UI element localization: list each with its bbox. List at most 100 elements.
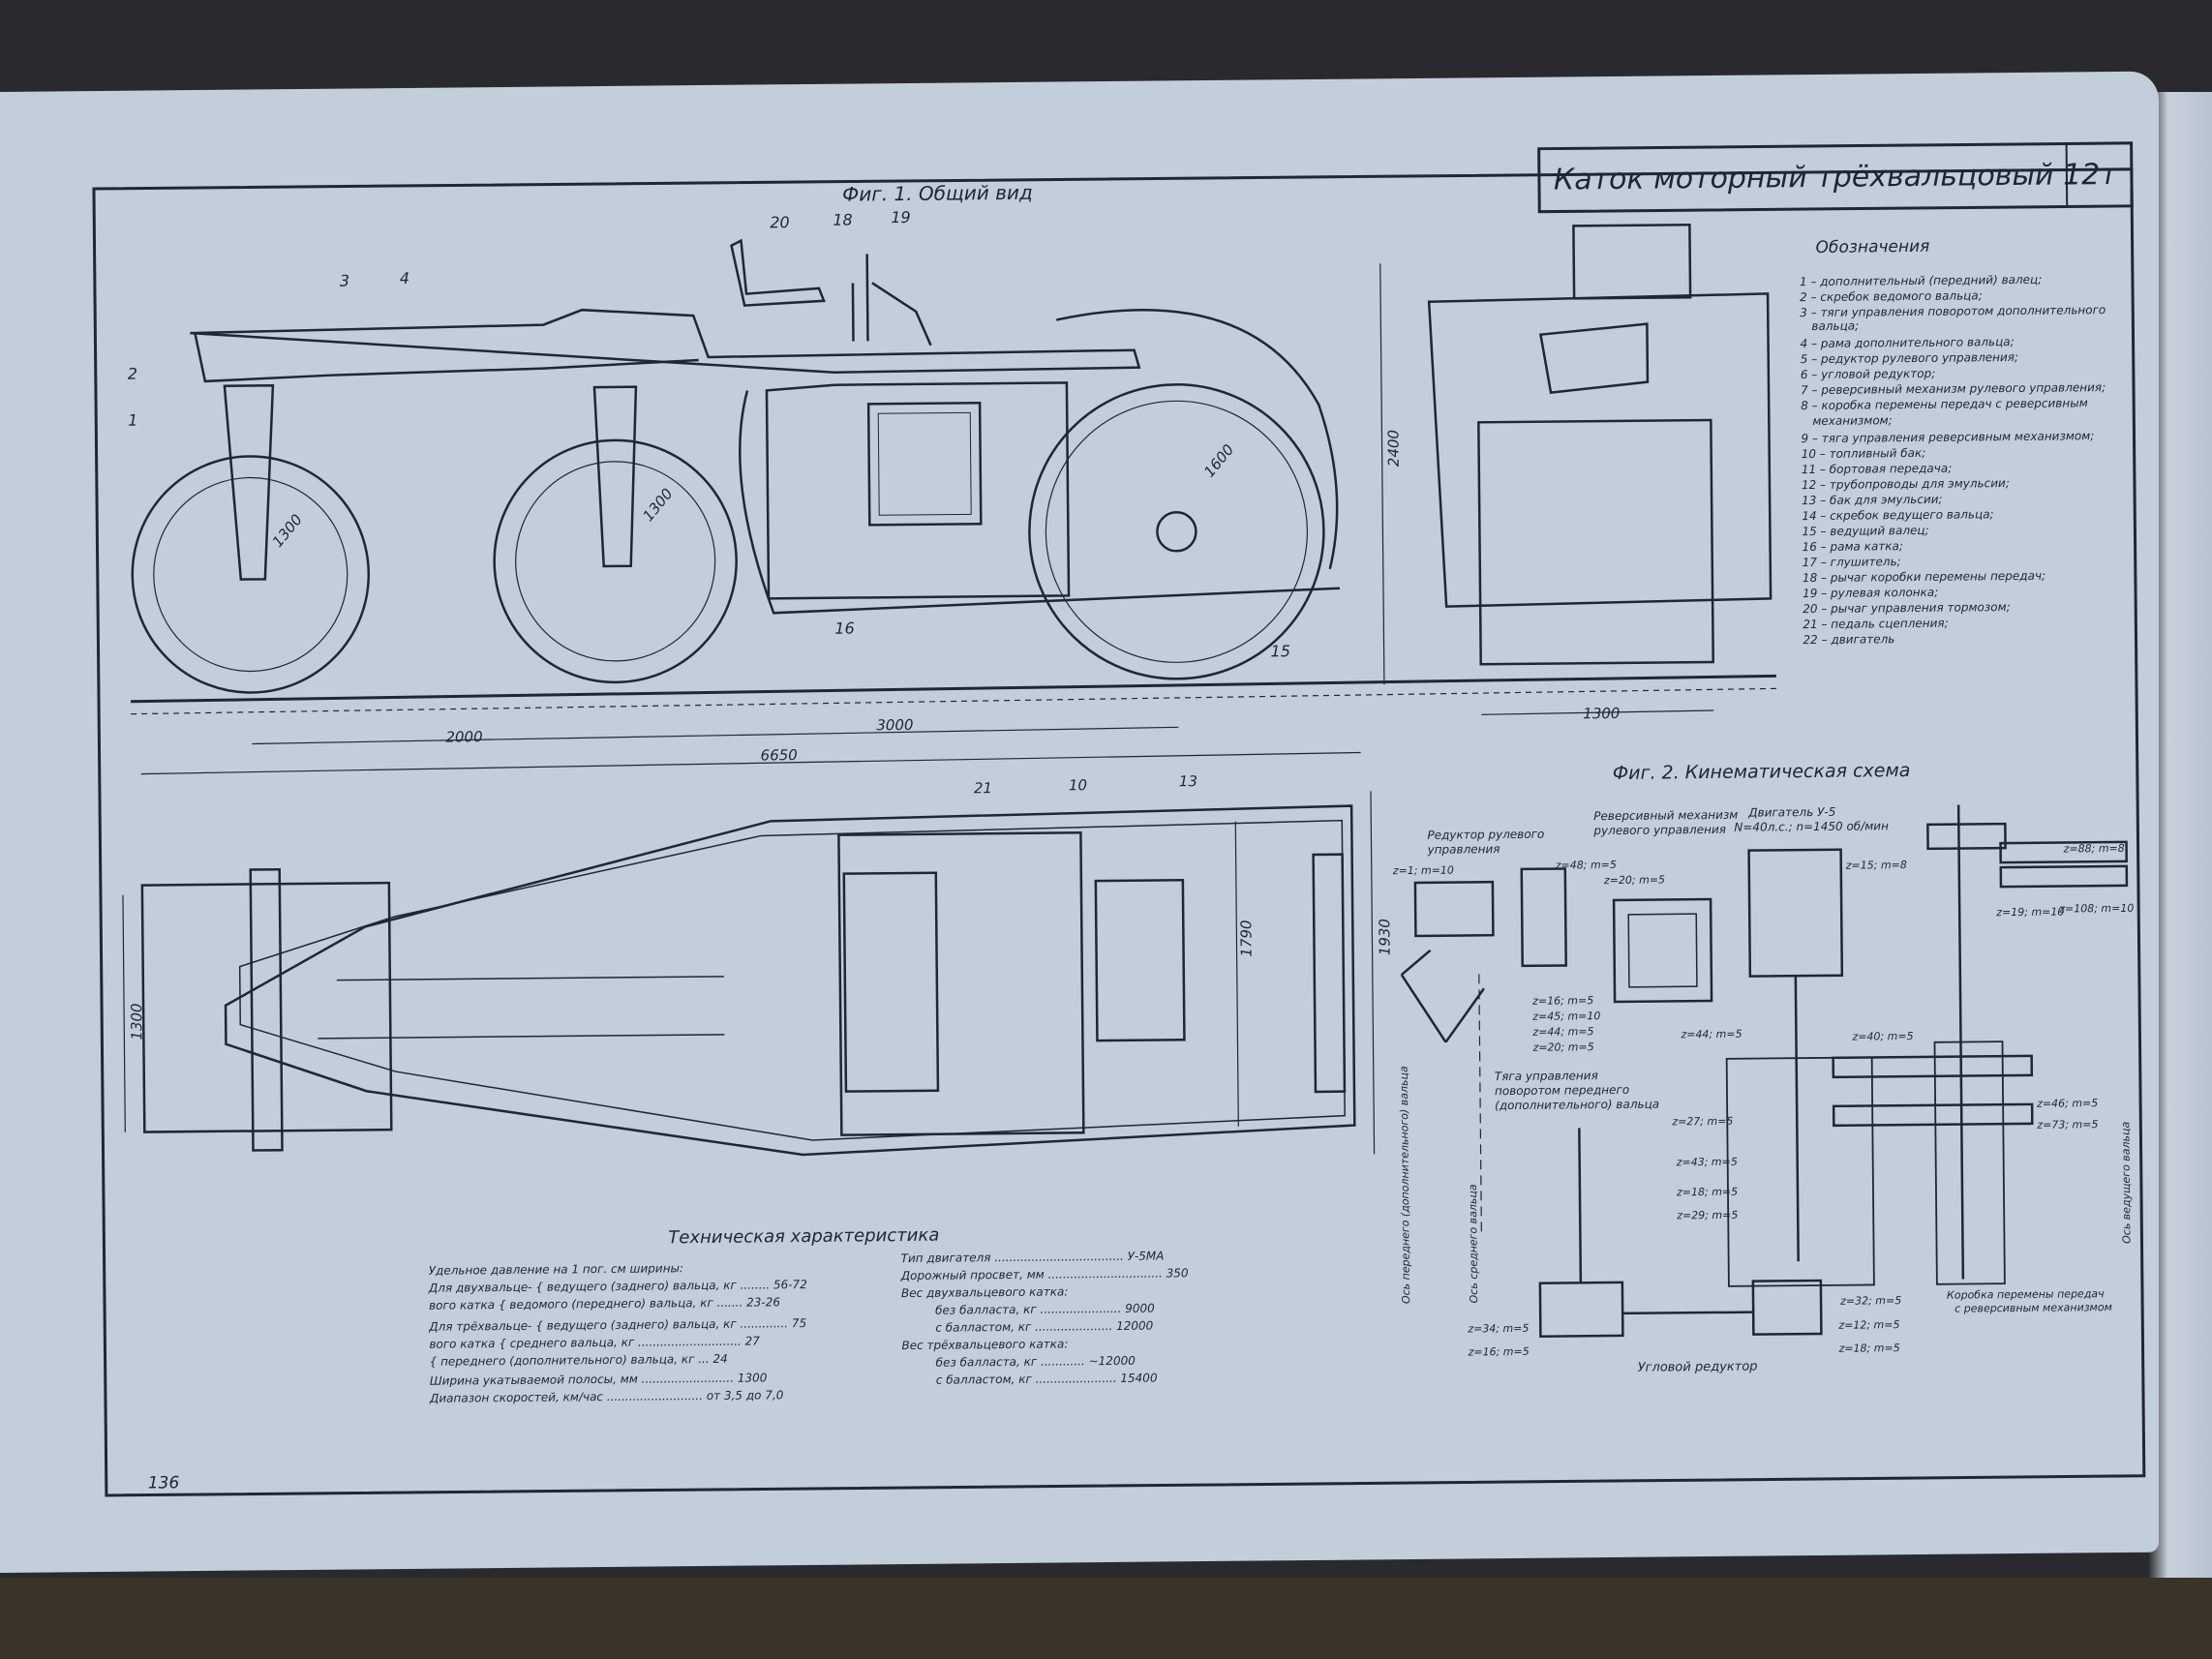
legend-item: 8 – коробка перемены передач с реверсивн… (1801, 396, 2088, 412)
title-text: Каток моторный трёхвальцовый 12т (1554, 158, 2119, 197)
legend-list: 1 – дополнительный (передний) валец; 2 –… (1800, 273, 2106, 647)
legend-item: 11 – бортовая передача; (1802, 462, 1953, 476)
gear-label: z=20; m=5 (1603, 873, 1665, 887)
callout-15: 15 (1271, 642, 1291, 660)
callout-21: 21 (974, 779, 992, 797)
spec-line: Вес двухвальцевого катка: (901, 1284, 1069, 1300)
callout-18: 18 (833, 211, 853, 229)
legend-item: 14 – скребок ведущего вальца; (1802, 507, 1993, 523)
fig1-caption: Фиг. 1. Общий вид (842, 181, 1033, 206)
gearbox (1725, 1056, 1875, 1287)
spec-line: { переднего (дополнительного) вальца, кг… (430, 1352, 728, 1369)
plan-view (122, 791, 1376, 1157)
label-angle-reducer: Угловой редуктор (1638, 1360, 1758, 1375)
dim-plan-a: 1790 (1237, 920, 1255, 956)
spec-line: Диапазон скоростей, км/час .............… (429, 1388, 784, 1405)
end-view-frame (1427, 292, 1773, 608)
callout-10: 10 (1069, 776, 1087, 794)
spec-line: Для трёхвальце- { ведущего (заднего) вал… (428, 1316, 806, 1334)
middle-roller (493, 438, 738, 684)
label-tie-rod: Тяга управления (1495, 1069, 1598, 1083)
legend-item: 15 – ведущий валец; (1802, 524, 1928, 538)
front-roller (131, 455, 371, 694)
legend-item: 19 – рулевая колонка; (1803, 586, 1938, 600)
engine-block (1747, 848, 1844, 978)
gear-label: z=20; m=5 (1531, 1041, 1593, 1054)
dim-front-roller: 1300 (269, 511, 306, 551)
legend-item: 5 – редуктор рулевого управления; (1801, 350, 2018, 366)
dim-plan-c: 1300 (128, 1003, 145, 1040)
gear-label: z=88; m=8 (2063, 842, 2125, 856)
legend-item: 6 – угловой редуктор; (1801, 367, 1935, 381)
front-fork (223, 384, 275, 581)
specs-heading: Техническая характеристика (668, 1225, 939, 1249)
spec-line: Дорожный просвет, мм ...................… (900, 1266, 1189, 1282)
legend-item: 10 – топливный бак; (1802, 446, 1926, 461)
gear-label: z=45; m=10 (1531, 1010, 1600, 1023)
engine-body (765, 381, 1071, 600)
fig1-side-view (131, 223, 1776, 775)
spec-line: Удельное давление на 1 пог. см ширины: (429, 1261, 683, 1278)
book-spine (2149, 92, 2212, 1602)
angle-reducer-right (1751, 1279, 1823, 1336)
label-axis-drive: Ось ведущего вальца (2119, 1121, 2133, 1244)
legend-heading: Обозначения (1816, 237, 1930, 257)
legend-item: вальца; (1811, 319, 1859, 333)
label-engine-2: N=40л.с.; n=1450 об/мин (1734, 819, 1889, 834)
legend-item: 3 – тяги управления поворотом дополнител… (1800, 303, 2106, 319)
spec-line: с балластом, кг ...................... 1… (936, 1372, 1158, 1387)
ground-line (131, 674, 1776, 704)
legend-item: 21 – педаль сцепления; (1803, 617, 1948, 631)
spec-line: Тип двигателя ..........................… (901, 1249, 1165, 1265)
gear-label: z=18; m=5 (1676, 1186, 1738, 1199)
spec-line: Для двухвальце- { ведущего (заднего) вал… (428, 1278, 807, 1295)
spec-line: Вес трёхвальцевого катка: (901, 1337, 1068, 1352)
dim-overall: 6650 (761, 746, 798, 764)
fig2-caption: Фиг. 2. Кинематическая схема (1613, 760, 1911, 784)
gear-label: z=29; m=5 (1676, 1209, 1738, 1222)
legend-item: 22 – двигатель (1803, 632, 1894, 647)
dim-middle-roller: 1300 (639, 485, 676, 525)
gear-label: z=16; m=5 (1467, 1345, 1529, 1359)
end-view-roller (1477, 418, 1714, 666)
spec-line: с балластом, кг ..................... 12… (935, 1319, 1153, 1335)
specs-left: Удельное давление на 1 пог. см ширины: Д… (428, 1261, 807, 1405)
gear-label: z=40; m=5 (1851, 1030, 1913, 1043)
callout-13: 13 (1179, 772, 1197, 790)
label-reverse-mech-2: рулевого управления (1592, 823, 1726, 837)
legend-item: 4 – рама дополнительного вальца; (1801, 335, 2015, 350)
label-steer-reducer-2: управления (1427, 842, 1500, 857)
dim-track: 1300 (1583, 705, 1620, 722)
dim-height: 2400 (1384, 430, 1402, 467)
middle-fork (592, 385, 638, 568)
roller-hood (1056, 309, 1339, 570)
dim-drive-roller: 1600 (1200, 441, 1237, 481)
gear-label: z=12; m=5 (1837, 1318, 1899, 1332)
label-axis-mid: Ось среднего вальца (1467, 1184, 1480, 1303)
dim-base-a: 2000 (445, 728, 482, 745)
title-block (1537, 141, 2134, 214)
label-tie-rod-3: (дополнительного) вальца (1495, 1098, 1659, 1113)
gear-label: z=18; m=5 (1837, 1342, 1899, 1355)
spec-line: без балласта, кг ...................... … (935, 1302, 1155, 1317)
callout-19: 19 (891, 208, 911, 226)
gear-label: z=44; m=5 (1531, 1025, 1593, 1039)
page-number: 136 (148, 1473, 180, 1493)
kinematic-scheme (1400, 804, 2129, 1339)
legend-item: 16 – рама катка; (1803, 539, 1903, 554)
dim-base-b: 3000 (876, 716, 913, 734)
drive-roller (1028, 383, 1325, 680)
gear-label: z=16; m=5 (1531, 994, 1593, 1008)
legend-item: 7 – реверсивный механизм рулевого управл… (1801, 380, 2106, 397)
callout-1: 1 (128, 411, 137, 430)
legend-item: 20 – рычаг управления тормозом; (1803, 600, 2011, 616)
callout-20: 20 (770, 213, 790, 231)
legend-item: 13 – бак для эмульсии; (1802, 493, 1943, 507)
legend-item: механизмом; (1812, 413, 1893, 428)
legend-item: 9 – тяга управления реверсивным механизм… (1801, 429, 2094, 445)
callout-2: 2 (128, 365, 137, 383)
gear-label: z=1; m=10 (1392, 864, 1454, 878)
spec-line: вого катка { ведомого (переднего) вальца… (429, 1295, 780, 1312)
seat (730, 238, 826, 307)
gear-label: z=43; m=5 (1676, 1156, 1738, 1169)
